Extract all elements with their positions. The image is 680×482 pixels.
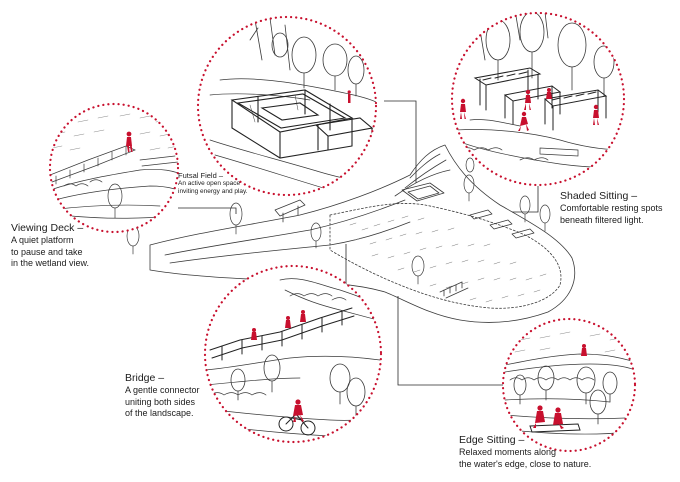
futsal-field-title: Futsal Field – [178, 171, 224, 180]
bridge-vignette [203, 264, 383, 444]
shaded-sitting-desc-line-2: beneath filtered light. [560, 214, 644, 225]
shaded-sitting-title: Shaded Sitting – [560, 190, 638, 202]
viewing-deck-callout: Viewing Deck – A quiet platform to pause… [11, 222, 121, 270]
viewing-deck-title: Viewing Deck – [11, 222, 84, 234]
viewing-deck-desc-line-3: in the wetland view. [11, 258, 90, 268]
bridge-desc-line-2: uniting both sides [125, 396, 196, 407]
edge-sitting-desc-line-1: Relaxed moments along [459, 447, 557, 457]
viewing-deck-vignette [48, 102, 180, 234]
leader-lines [178, 100, 539, 386]
bridge-desc-line-1: A gentle connector [125, 385, 200, 395]
shaded-sitting-vignette [450, 11, 626, 187]
person-figure [126, 131, 133, 152]
person-figure [347, 90, 351, 103]
viewing-deck-desc-line-2: to pause and take [11, 246, 83, 257]
futsal-field-callout: Futsal Field – An active open space invi… [178, 171, 298, 196]
edge-sitting-desc-line-2: the water's edge, close to nature. [459, 458, 592, 469]
shaded-sitting-callout: Shaded Sitting – Comfortable resting spo… [560, 190, 675, 226]
site-plan [126, 144, 576, 323]
person-figures [460, 88, 599, 131]
futsal-field-desc-line-1: An active open space [178, 180, 241, 187]
person-figures [533, 344, 587, 429]
futsal-field-desc-line-2: inviting energy and play. [178, 188, 248, 195]
edge-sitting-vignette [501, 317, 637, 453]
edge-sitting-callout: Edge Sitting – Relaxed moments along the… [459, 434, 609, 470]
bridge-title: Bridge – [125, 372, 165, 384]
futsal-field-vignette [196, 15, 378, 197]
bridge-desc-line-3: of the landscape. [125, 408, 194, 418]
person-figures [251, 310, 306, 422]
bridge-callout: Bridge – A gentle connector uniting both… [125, 372, 230, 420]
viewing-deck-desc-line-1: A quiet platform [11, 235, 74, 245]
shaded-sitting-desc-line-1: Comfortable resting spots [560, 203, 663, 213]
edge-sitting-title: Edge Sitting – [459, 434, 525, 446]
